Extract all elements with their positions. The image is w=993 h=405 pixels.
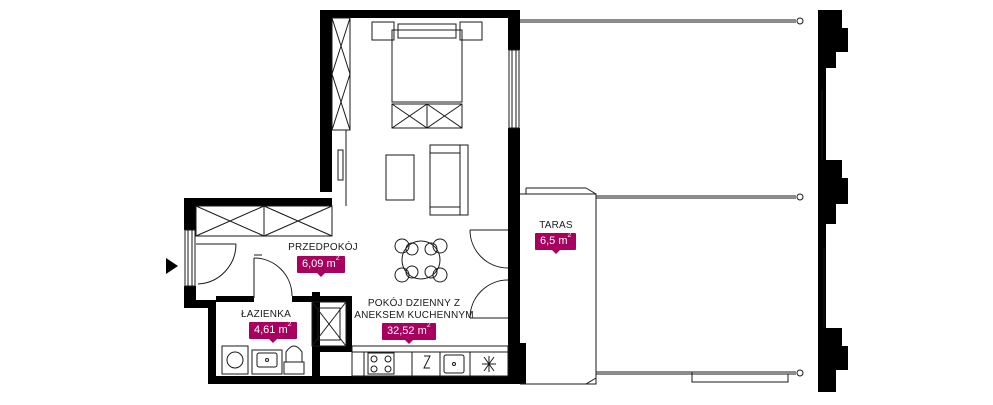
room-label-terrace: TARAS: [539, 220, 573, 231]
interior-walls: [216, 292, 352, 376]
window-living-right: [508, 49, 520, 129]
sink-icon: [443, 354, 465, 374]
window-entrance: [184, 229, 196, 287]
area-value-hall: 6,09 m: [302, 258, 336, 270]
fridge-icon: [482, 356, 496, 372]
entrance-arrow-icon: [166, 258, 178, 274]
area-badge-hall: 6,09 m2: [297, 255, 345, 277]
area-unit-living: 2: [426, 322, 431, 330]
hall-wardrobe: [195, 205, 333, 237]
neighbour-facade: [818, 10, 848, 392]
area-badge-terrace: 6,5 m2: [535, 232, 577, 254]
area-unit-bathroom: 2: [287, 321, 292, 329]
area-badge-bathroom: 4,61 m2: [249, 321, 297, 343]
washing-machine-icon: [221, 345, 249, 375]
area-value-living: 32,52 m: [387, 325, 427, 337]
coffee-table-icon: [385, 154, 415, 201]
terrace-outline: [520, 187, 597, 385]
area-unit-hall: 2: [335, 255, 340, 263]
bathroom-sink-icon: [251, 349, 283, 375]
sofa-icon: [429, 144, 469, 216]
entrance-door[interactable]: [196, 243, 237, 285]
dishwasher-icon: [423, 355, 431, 369]
room-label-living-line1: POKÓJ DZIENNY Z: [367, 298, 461, 309]
area-value-terrace: 6,5 m: [540, 235, 568, 247]
area-unit-terrace: 2: [567, 232, 572, 240]
toilet-icon: [283, 345, 305, 375]
cooktop-icon: [367, 352, 395, 375]
bathroom-door[interactable]: [253, 254, 293, 298]
railing-lines: [520, 17, 804, 383]
room-label-hall: PRZEDPOKÓJ: [288, 242, 358, 253]
room-label-bathroom: ŁAZIENKA: [241, 309, 291, 320]
shower-icon: [311, 301, 347, 347]
kitchen-counter: [351, 345, 509, 377]
dining-table-icon: [394, 238, 448, 283]
bed-icon: [371, 21, 483, 129]
area-badge-living: 32,52 m2: [382, 322, 436, 344]
terrace-door[interactable]: [469, 229, 509, 319]
area-value-bathroom: 4,61 m: [254, 324, 288, 336]
living-wardrobe: [331, 17, 351, 206]
room-label-living-line2: ANEKSEM KUCHENNYM: [354, 310, 474, 321]
exterior-walls: [184, 10, 526, 384]
